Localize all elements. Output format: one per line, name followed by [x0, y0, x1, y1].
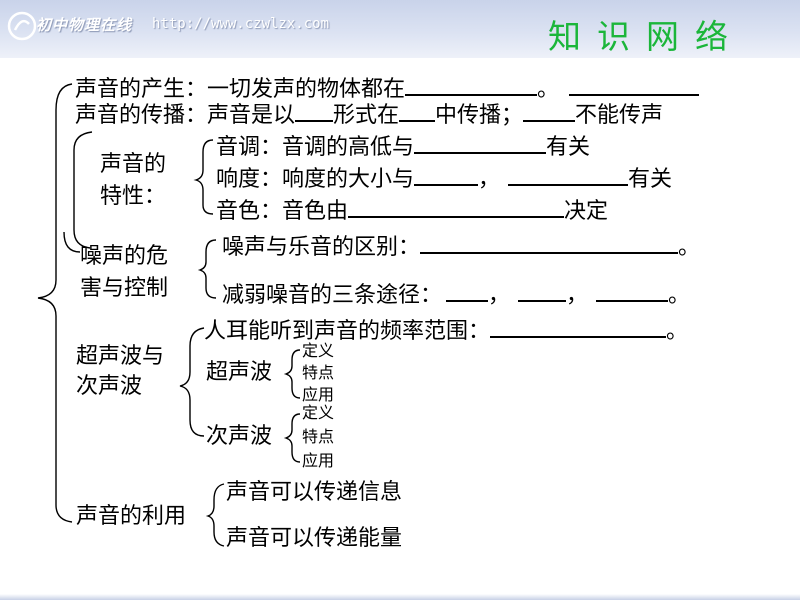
answer-blank: [420, 234, 679, 254]
propagation-text-a: 声音的传播：声音是以: [75, 103, 296, 128]
ultrasonic-features: 特点: [302, 363, 335, 382]
period-text: 。: [537, 77, 560, 102]
answer-blank: [569, 76, 700, 96]
propagation-text-c: 中传播；: [435, 103, 524, 128]
answer-blank: [596, 282, 669, 302]
answer-blank: [399, 102, 436, 122]
ultrasonic-applications: 应用: [302, 385, 335, 404]
comma-text: ，: [488, 283, 511, 308]
ultrasonic-label: 超声波: [206, 360, 273, 385]
sound-energy-line: 声音可以传递能量: [226, 526, 403, 551]
sound-use-label: 声音的利用: [76, 504, 187, 529]
answer-blank: [490, 318, 667, 338]
noise-label-2: 害与控制: [80, 276, 169, 301]
noise-reduction-text: 减弱噪音的三条途径：: [222, 283, 443, 308]
answer-blank: [518, 282, 567, 302]
sound-production-text: 声音的产生：一切发声的物体都在: [75, 77, 406, 102]
answer-blank: [295, 102, 334, 122]
noise-difference-line: 噪声与乐音的区别： 。: [222, 234, 700, 261]
comma-text: ，: [566, 283, 589, 308]
footer-bar: [0, 594, 800, 600]
pitch-line: 音调：音调的高低与 有关: [216, 134, 590, 161]
traits-label-2: 特性：: [100, 184, 167, 209]
answer-blank: [523, 102, 576, 122]
answer-blank: [446, 282, 489, 302]
noise-reduction-line: 减弱噪音的三条途径： ， ， 。: [222, 282, 690, 309]
slide-header: 初中物理在线 http://www.czwlzx.com 知识网络: [0, 0, 800, 58]
infrasonic-definition: 定义: [302, 403, 335, 422]
sound-production-line: 声音的产生：一切发声的物体都在 。: [75, 76, 700, 103]
site-brand: 初中物理在线: [36, 16, 133, 34]
pitch-text: 音调：音调的高低与: [216, 135, 415, 160]
traits-label-1: 声音的: [100, 152, 167, 177]
sound-info-line: 声音可以传递信息: [226, 480, 403, 505]
site-url: http://www.czwlzx.com: [152, 16, 330, 32]
infrasonic-label: 次声波: [206, 424, 273, 449]
loudness-end-text: 有关: [628, 167, 673, 192]
timbre-line: 音色：音色由 决定: [216, 198, 608, 225]
slide-title: 知识网络: [548, 17, 744, 56]
sound-propagation-line: 声音的传播：声音是以 形式在 中传播； 不能传声: [75, 102, 663, 129]
period-text: 。: [678, 235, 701, 260]
pitch-end-text: 有关: [546, 135, 591, 160]
loudness-line: 响度：响度的大小与 ， 有关: [216, 166, 672, 193]
loudness-text: 响度：响度的大小与: [216, 167, 415, 192]
answer-blank: [508, 166, 629, 186]
infrasonic-applications: 应用: [302, 451, 335, 470]
noise-difference-text: 噪声与乐音的区别：: [222, 235, 421, 260]
period-text: 。: [666, 319, 689, 344]
hearing-range-text: 人耳能听到声音的频率范围：: [204, 319, 491, 344]
logo-icon: [7, 11, 37, 41]
wave-label-1: 超声波与: [76, 344, 165, 369]
answer-blank: [414, 134, 547, 154]
period-text: 。: [668, 283, 691, 308]
propagation-text-d: 不能传声: [575, 103, 664, 128]
infrasonic-features: 特点: [302, 427, 335, 446]
timbre-text: 音色：音色由: [216, 199, 349, 224]
noise-label-1: 噪声的危: [80, 244, 169, 269]
timbre-end-text: 决定: [564, 199, 609, 224]
comma-text: ，: [478, 167, 501, 192]
answer-blank: [414, 166, 479, 186]
wave-label-2: 次声波: [76, 374, 143, 399]
answer-blank: [405, 76, 538, 96]
ultrasonic-definition: 定义: [302, 341, 335, 360]
answer-blank: [348, 198, 565, 218]
hearing-range-line: 人耳能听到声音的频率范围： 。: [204, 318, 688, 345]
propagation-text-b: 形式在: [333, 103, 400, 128]
